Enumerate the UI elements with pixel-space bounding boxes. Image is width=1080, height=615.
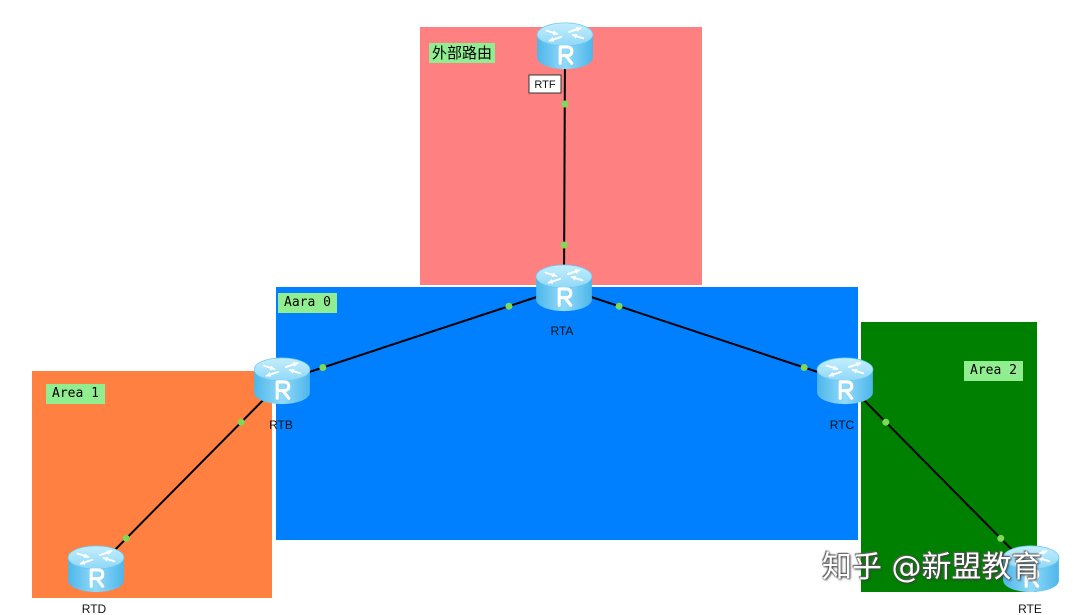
router-rtf[interactable]: RTF [528, 23, 593, 94]
router-label: RTB [269, 418, 293, 432]
router-label-box: RTF [528, 74, 562, 94]
router-label: RTF [534, 79, 555, 91]
port-status-dot [237, 418, 245, 426]
router-icon [817, 358, 873, 404]
port-status-dot [122, 534, 130, 542]
port-status-dot [882, 418, 890, 426]
port-status-dot [800, 364, 808, 371]
port-status-dot [997, 534, 1005, 542]
area-external-routes [420, 27, 702, 285]
router-label: RTC [830, 418, 855, 432]
link-rta-rtb [281, 287, 565, 382]
watermark: 知乎 @新盟教育 [822, 550, 1042, 585]
port-status-dots [122, 100, 1005, 542]
router-rtd[interactable]: RTD [68, 546, 124, 615]
area-label-external-routes: 外部路由 [429, 43, 496, 63]
port-status-dot [561, 100, 569, 108]
area-label-area-2: Area 2 [964, 361, 1023, 381]
router-label: RTD [82, 602, 107, 615]
router-icon [254, 358, 310, 404]
router-label: RTA [551, 324, 574, 338]
link-rtf-rta [563, 45, 566, 289]
port-status-dot [615, 302, 623, 310]
router-rte[interactable]: RTE [1003, 546, 1059, 615]
port-status-dot [505, 302, 513, 310]
area-0 [276, 287, 858, 540]
router-icon [536, 265, 592, 311]
area-label-area-0: Aara 0 [278, 293, 337, 313]
port-status-dot [319, 364, 327, 371]
area-label-area-1: Area 1 [46, 384, 105, 404]
router-rtc[interactable]: RTC [817, 358, 873, 432]
router-rtb[interactable]: RTB [254, 358, 310, 432]
router-label: RTE [1018, 602, 1042, 615]
router-icon [537, 23, 593, 69]
link-rta-rtc [563, 287, 846, 382]
area-1 [32, 371, 272, 598]
router-rta[interactable]: RTA [536, 265, 592, 338]
port-status-dot [560, 241, 568, 249]
router-icon [68, 546, 124, 592]
